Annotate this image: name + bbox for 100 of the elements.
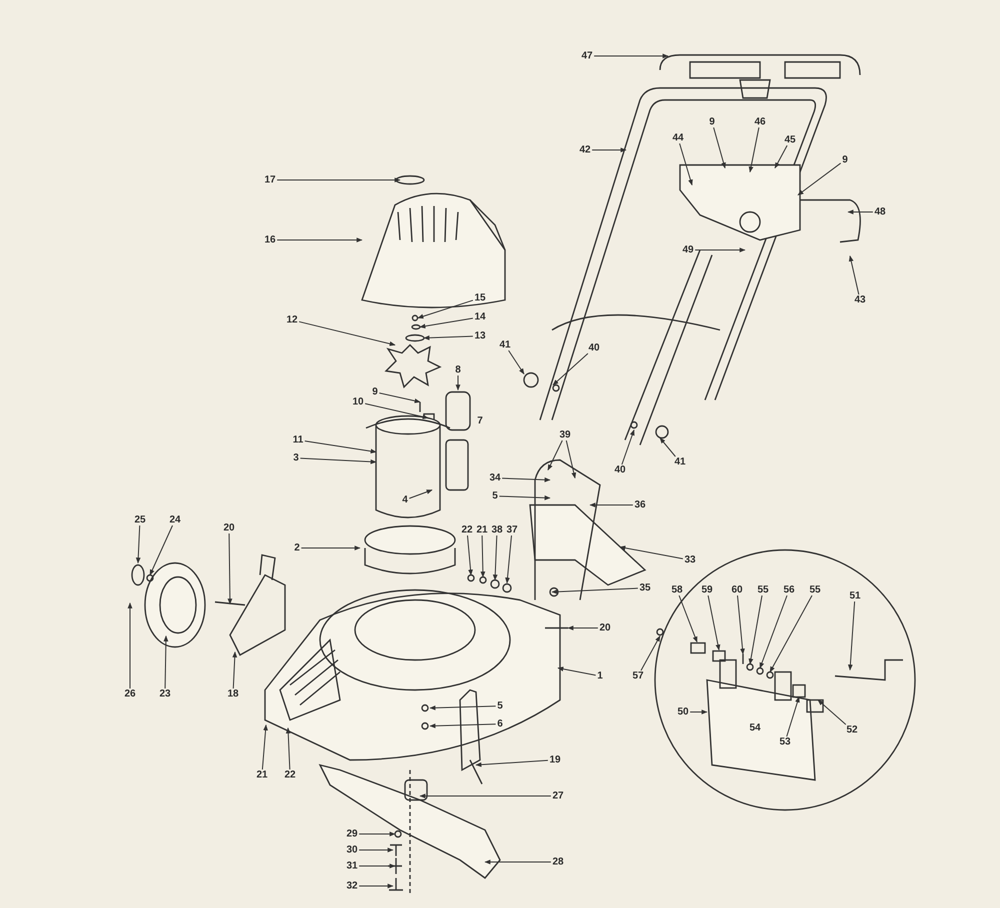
callout-number: 6 <box>497 720 503 728</box>
leader-line <box>423 335 474 340</box>
leader-line <box>429 723 496 728</box>
leader-line <box>364 403 429 420</box>
callout-number: 56 <box>783 586 795 594</box>
leader-line <box>548 440 563 471</box>
callout-number: 9 <box>709 118 715 126</box>
leader-line <box>737 595 745 655</box>
callout-number: 39 <box>559 430 571 440</box>
leader-line <box>694 248 746 252</box>
callout-number: 1 <box>597 672 603 680</box>
callout-number: 25 <box>134 516 146 524</box>
leader-line <box>232 651 238 689</box>
leader-line <box>498 495 551 500</box>
callout-number: 14 <box>474 312 486 322</box>
callout-number: 40 <box>588 344 600 352</box>
callout-number: 27 <box>552 792 564 800</box>
callout-number: 52 <box>846 726 858 734</box>
leader-line <box>164 635 168 689</box>
leader-line <box>748 595 762 665</box>
leader-line <box>286 727 291 770</box>
callout-number: 40 <box>614 466 626 474</box>
leader-line <box>713 127 726 169</box>
leader-line <box>557 666 596 676</box>
callout-number: 4 <box>402 496 408 504</box>
leader-line <box>128 602 132 689</box>
leader-line <box>567 626 598 630</box>
callout-number: 59 <box>701 586 713 594</box>
leader-line <box>492 535 498 581</box>
leader-line <box>456 375 460 391</box>
leader-line <box>378 392 421 404</box>
callout-number: 9 <box>842 156 848 164</box>
callout-number: 60 <box>731 586 743 594</box>
callout-number: 47 <box>581 52 593 60</box>
callout-number: 8 <box>455 366 461 374</box>
leader-line <box>276 238 363 242</box>
leader-line <box>640 635 660 671</box>
callout-number: 22 <box>284 770 296 780</box>
callout-number: 15 <box>474 294 486 302</box>
leader-line <box>419 318 474 328</box>
callout-number: 48 <box>874 208 886 216</box>
leader-line <box>505 535 512 584</box>
callout-number: 57 <box>632 672 644 680</box>
leader-line <box>848 255 860 295</box>
leader-line <box>690 710 708 714</box>
leader-line <box>848 601 856 671</box>
callout-number: 45 <box>784 136 796 144</box>
leader-line <box>798 162 842 196</box>
leader-line <box>304 440 377 454</box>
leader-line <box>419 794 552 798</box>
callout-number: 37 <box>506 526 518 534</box>
callout-number: 23 <box>159 690 171 698</box>
callout-number: 3 <box>293 454 299 462</box>
leader-line <box>150 525 173 576</box>
leader-line <box>847 210 874 214</box>
callout-number: 33 <box>684 556 696 564</box>
leader-line <box>679 143 693 186</box>
callout-number: 7 <box>477 416 483 426</box>
callout-number: 28 <box>552 858 564 866</box>
callout-number: 2 <box>294 544 300 552</box>
leader-line <box>621 429 634 465</box>
callout-number: 44 <box>672 134 684 142</box>
leader-line <box>262 724 268 770</box>
callout-number: 41 <box>499 340 511 350</box>
leader-line <box>417 300 474 319</box>
callout-number: 16 <box>264 236 276 244</box>
leader-line <box>619 546 684 560</box>
leader-line <box>484 860 552 864</box>
leader-line <box>358 848 394 852</box>
callout-number: 43 <box>854 296 866 304</box>
leader-line <box>748 127 760 173</box>
leader-line <box>508 350 524 374</box>
callout-number: 22 <box>461 526 473 534</box>
callout-number: 30 <box>346 846 358 854</box>
callout-number: 20 <box>599 624 611 632</box>
callout-number: 53 <box>779 738 791 746</box>
callout-number: 31 <box>346 862 358 870</box>
callout-number: 41 <box>674 458 686 466</box>
leader-line <box>552 353 588 386</box>
callout-number: 34 <box>489 474 501 482</box>
leader-line <box>228 533 232 605</box>
leader-line <box>678 595 698 643</box>
leader-line <box>566 440 576 479</box>
callout-number: 12 <box>286 316 298 324</box>
callout-number: 54 <box>749 724 761 732</box>
leader-line <box>502 477 551 482</box>
leader-line <box>480 535 486 578</box>
leader-line <box>818 700 846 725</box>
callout-number: 50 <box>677 708 689 716</box>
leader-line <box>592 148 627 152</box>
callout-number: 10 <box>352 398 364 406</box>
leader-line <box>408 490 433 499</box>
callout-number: 29 <box>346 830 358 838</box>
callout-number: 35 <box>639 584 651 592</box>
leader-line <box>429 705 496 710</box>
callout-number: 46 <box>754 118 766 126</box>
callout-number: 20 <box>223 524 235 532</box>
leader-line <box>276 178 401 182</box>
callout-number: 38 <box>491 526 503 534</box>
leader-line <box>298 321 396 346</box>
